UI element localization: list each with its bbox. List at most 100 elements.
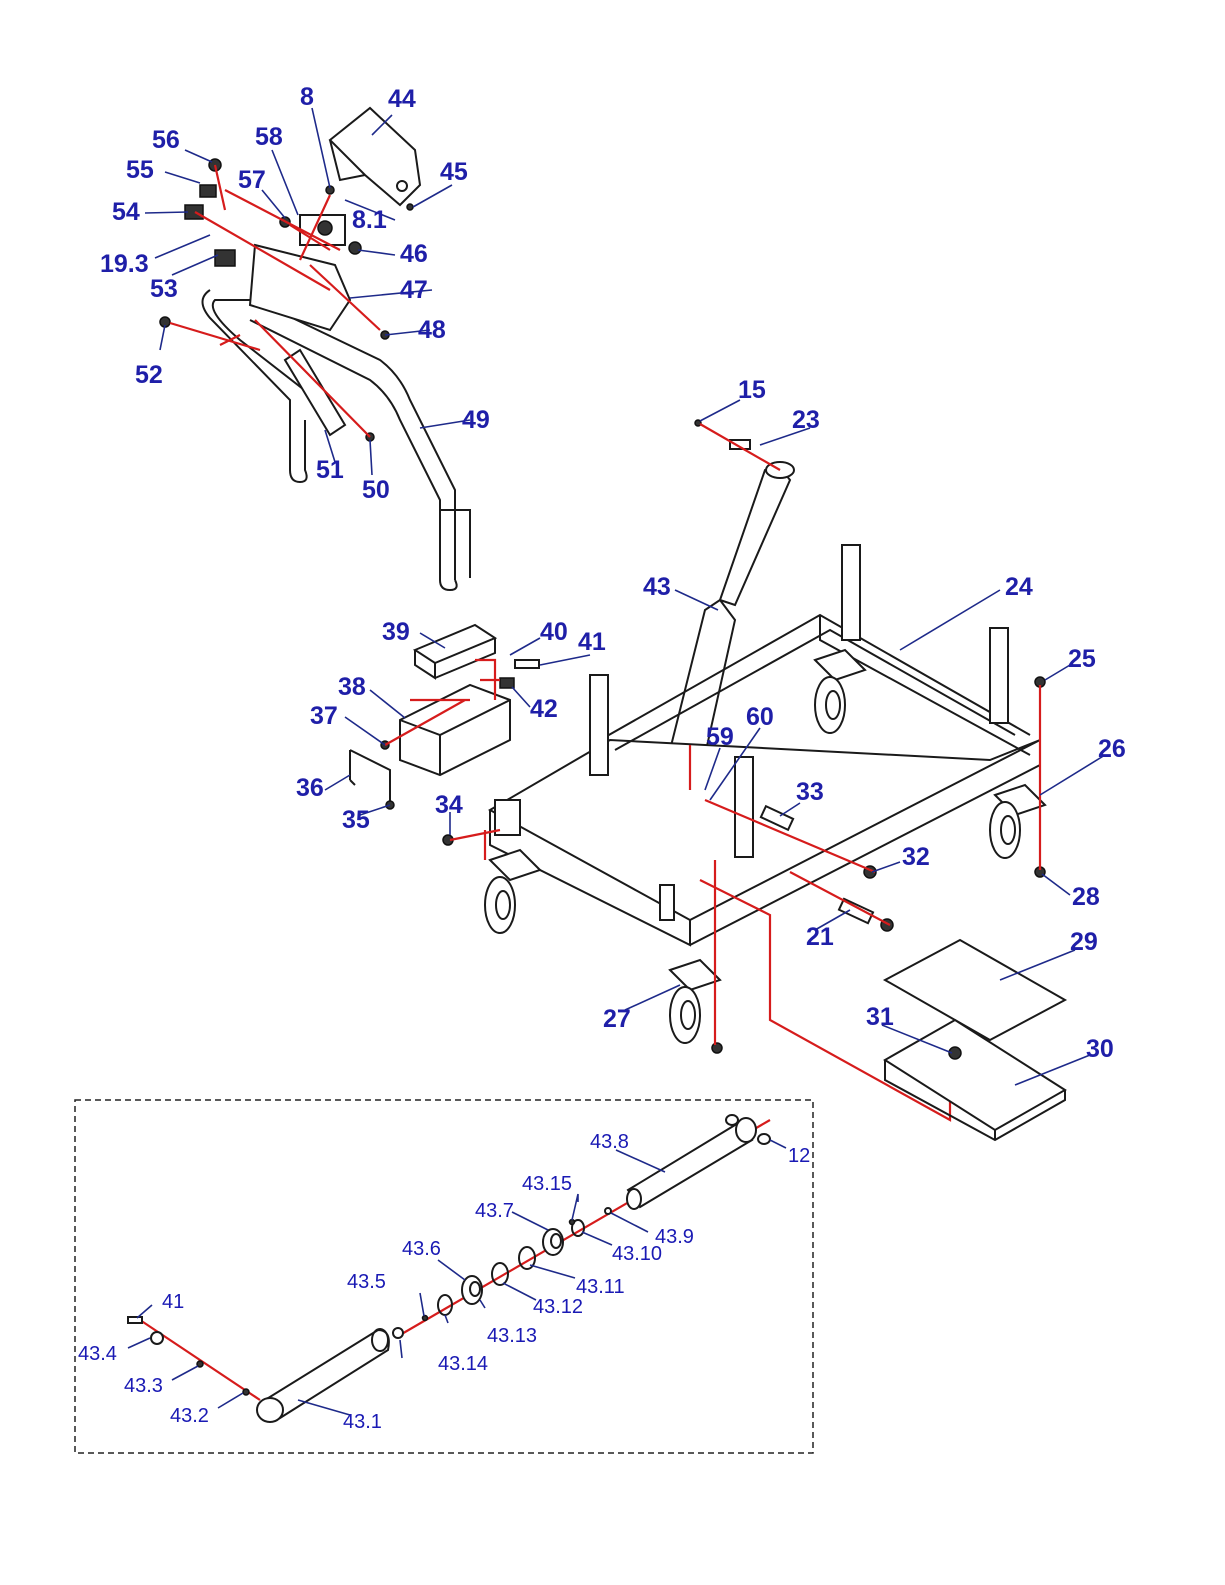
label-50: 50 — [362, 476, 390, 504]
post-front-right — [735, 757, 753, 857]
deck-plate — [490, 740, 1040, 920]
label-43-7: 43.7 — [475, 1200, 514, 1222]
fitting-42 — [500, 678, 514, 688]
label-23: 23 — [792, 406, 820, 434]
label-43-2: 43.2 — [170, 1405, 209, 1427]
mat-29 — [885, 940, 1065, 1040]
switch-53 — [215, 250, 235, 266]
cylinder-rod — [720, 465, 790, 605]
label-12: 12 — [788, 1145, 810, 1167]
label-43-12: 43.12 — [533, 1296, 583, 1318]
label-43-14: 43.14 — [438, 1353, 488, 1375]
label-55: 55 — [126, 156, 154, 184]
bracket-36 — [350, 750, 390, 805]
label-53: 53 — [150, 275, 178, 303]
switch-55 — [200, 185, 216, 197]
boss-front-right — [660, 885, 674, 920]
label-59: 59 — [706, 723, 734, 751]
post-rear-left — [842, 545, 860, 640]
handle-bar-right-inner — [250, 320, 440, 580]
label-24: 24 — [1005, 573, 1033, 601]
handle-foot — [440, 580, 457, 590]
knob-46 — [349, 242, 361, 254]
fitting-41 — [515, 660, 539, 668]
cylinder-43 — [670, 420, 794, 755]
cylinder-detail-inset: 43.8 12 43.15 43.7 43.9 43.10 43.6 43.11… — [75, 1100, 813, 1453]
label-37: 37 — [310, 702, 338, 730]
oring-43-9 — [605, 1208, 611, 1214]
label-32: 32 — [902, 843, 930, 871]
handle-assembly — [160, 108, 470, 590]
fitting-41-inset — [128, 1317, 142, 1323]
cylinder-tube-43-1 — [265, 1330, 389, 1418]
label-27: 27 — [603, 1005, 631, 1033]
label-44: 44 — [388, 85, 416, 113]
label-45: 45 — [440, 158, 468, 186]
label-40: 40 — [540, 618, 568, 646]
label-47: 47 — [400, 276, 428, 304]
caster-rear — [815, 650, 865, 733]
label-25: 25 — [1068, 645, 1096, 673]
pin-21 — [839, 899, 873, 923]
label-38: 38 — [338, 673, 366, 701]
label-46: 46 — [400, 240, 428, 268]
label-21: 21 — [806, 923, 834, 951]
label-43-13: 43.13 — [487, 1325, 537, 1347]
label-34: 34 — [435, 791, 463, 819]
label-43-6: 43.6 — [402, 1238, 441, 1260]
label-57: 57 — [238, 166, 266, 194]
screw-45 — [407, 204, 413, 210]
seal-43-5 — [423, 1316, 428, 1321]
label-36: 36 — [296, 774, 324, 802]
pump-box-38 — [400, 685, 510, 775]
caster-front-left — [485, 850, 540, 933]
pump-assembly — [350, 625, 539, 809]
label-60: 60 — [746, 703, 774, 731]
label-19-3: 19.3 — [100, 250, 149, 278]
label-56: 56 — [152, 126, 180, 154]
label-26: 26 — [1098, 735, 1126, 763]
label-41: 41 — [578, 628, 606, 656]
rear-rails — [600, 615, 1030, 750]
label-43-8: 43.8 — [590, 1131, 629, 1153]
post-rear-right — [990, 628, 1008, 723]
label-48: 48 — [418, 316, 446, 344]
bushing-12b — [758, 1134, 770, 1144]
cylinder-tube-end — [257, 1398, 283, 1422]
clip-43-15 — [570, 1220, 575, 1225]
cover-44 — [330, 108, 420, 205]
post-front-left — [590, 675, 608, 775]
label-51: 51 — [316, 456, 344, 484]
valve-knob — [318, 221, 332, 235]
ring-43-4 — [151, 1332, 163, 1344]
label-39: 39 — [382, 618, 410, 646]
label-30: 30 — [1086, 1035, 1114, 1063]
caster-27 — [670, 960, 720, 1043]
label-43-10: 43.10 — [612, 1243, 662, 1265]
rod-eye — [736, 1118, 756, 1142]
label-41-inset: 41 — [162, 1291, 184, 1313]
label-43-4: 43.4 — [78, 1343, 117, 1365]
label-54: 54 — [112, 198, 140, 226]
label-8: 8 — [300, 83, 314, 111]
label-52: 52 — [135, 361, 163, 389]
label-43: 43 — [643, 573, 671, 601]
label-43-15: 43.15 — [522, 1173, 572, 1195]
callout-labels: 8 44 56 58 55 57 45 54 8.1 46 19.3 53 47… — [100, 83, 1126, 1063]
label-33: 33 — [796, 778, 824, 806]
label-43-1: 43.1 — [343, 1411, 382, 1433]
label-58: 58 — [255, 123, 283, 151]
cylinder-explode-line — [700, 424, 780, 470]
label-43-3: 43.3 — [124, 1375, 163, 1397]
caster-26 — [990, 785, 1045, 858]
label-35: 35 — [342, 806, 370, 834]
nut-27 — [712, 1043, 722, 1053]
label-31: 31 — [866, 1003, 894, 1031]
tray-assembly — [885, 940, 1065, 1140]
label-28: 28 — [1072, 883, 1100, 911]
label-43-11: 43.11 — [576, 1276, 625, 1298]
label-49: 49 — [462, 406, 490, 434]
label-15: 15 — [738, 376, 766, 404]
